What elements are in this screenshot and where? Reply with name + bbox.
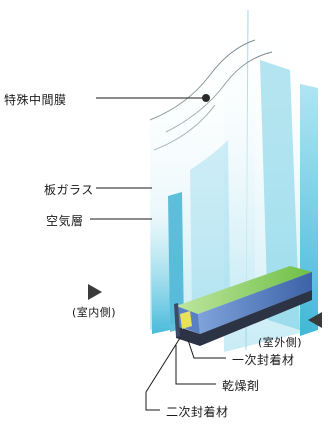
film-marker-dot	[202, 94, 210, 102]
label-air-layer: 空気層	[46, 214, 84, 228]
label-desiccant: 乾燥剤	[222, 379, 260, 393]
label-outdoor-side: (室外側)	[258, 336, 303, 349]
label-sheet-glass: 板ガラス	[44, 183, 94, 197]
label-primary-sealant: 一次封着材	[232, 353, 295, 367]
label-indoor-side: (室内側)	[72, 306, 117, 319]
inner-glass-pane	[150, 40, 255, 334]
label-special-film: 特殊中間膜	[4, 93, 67, 107]
indoor-arrow-icon	[88, 284, 102, 300]
label-secondary-sealant: 二次封着材	[166, 405, 229, 419]
outdoor-arrow-icon	[308, 312, 322, 328]
spacer-assembly	[174, 266, 312, 346]
leader-lines	[90, 97, 226, 411]
